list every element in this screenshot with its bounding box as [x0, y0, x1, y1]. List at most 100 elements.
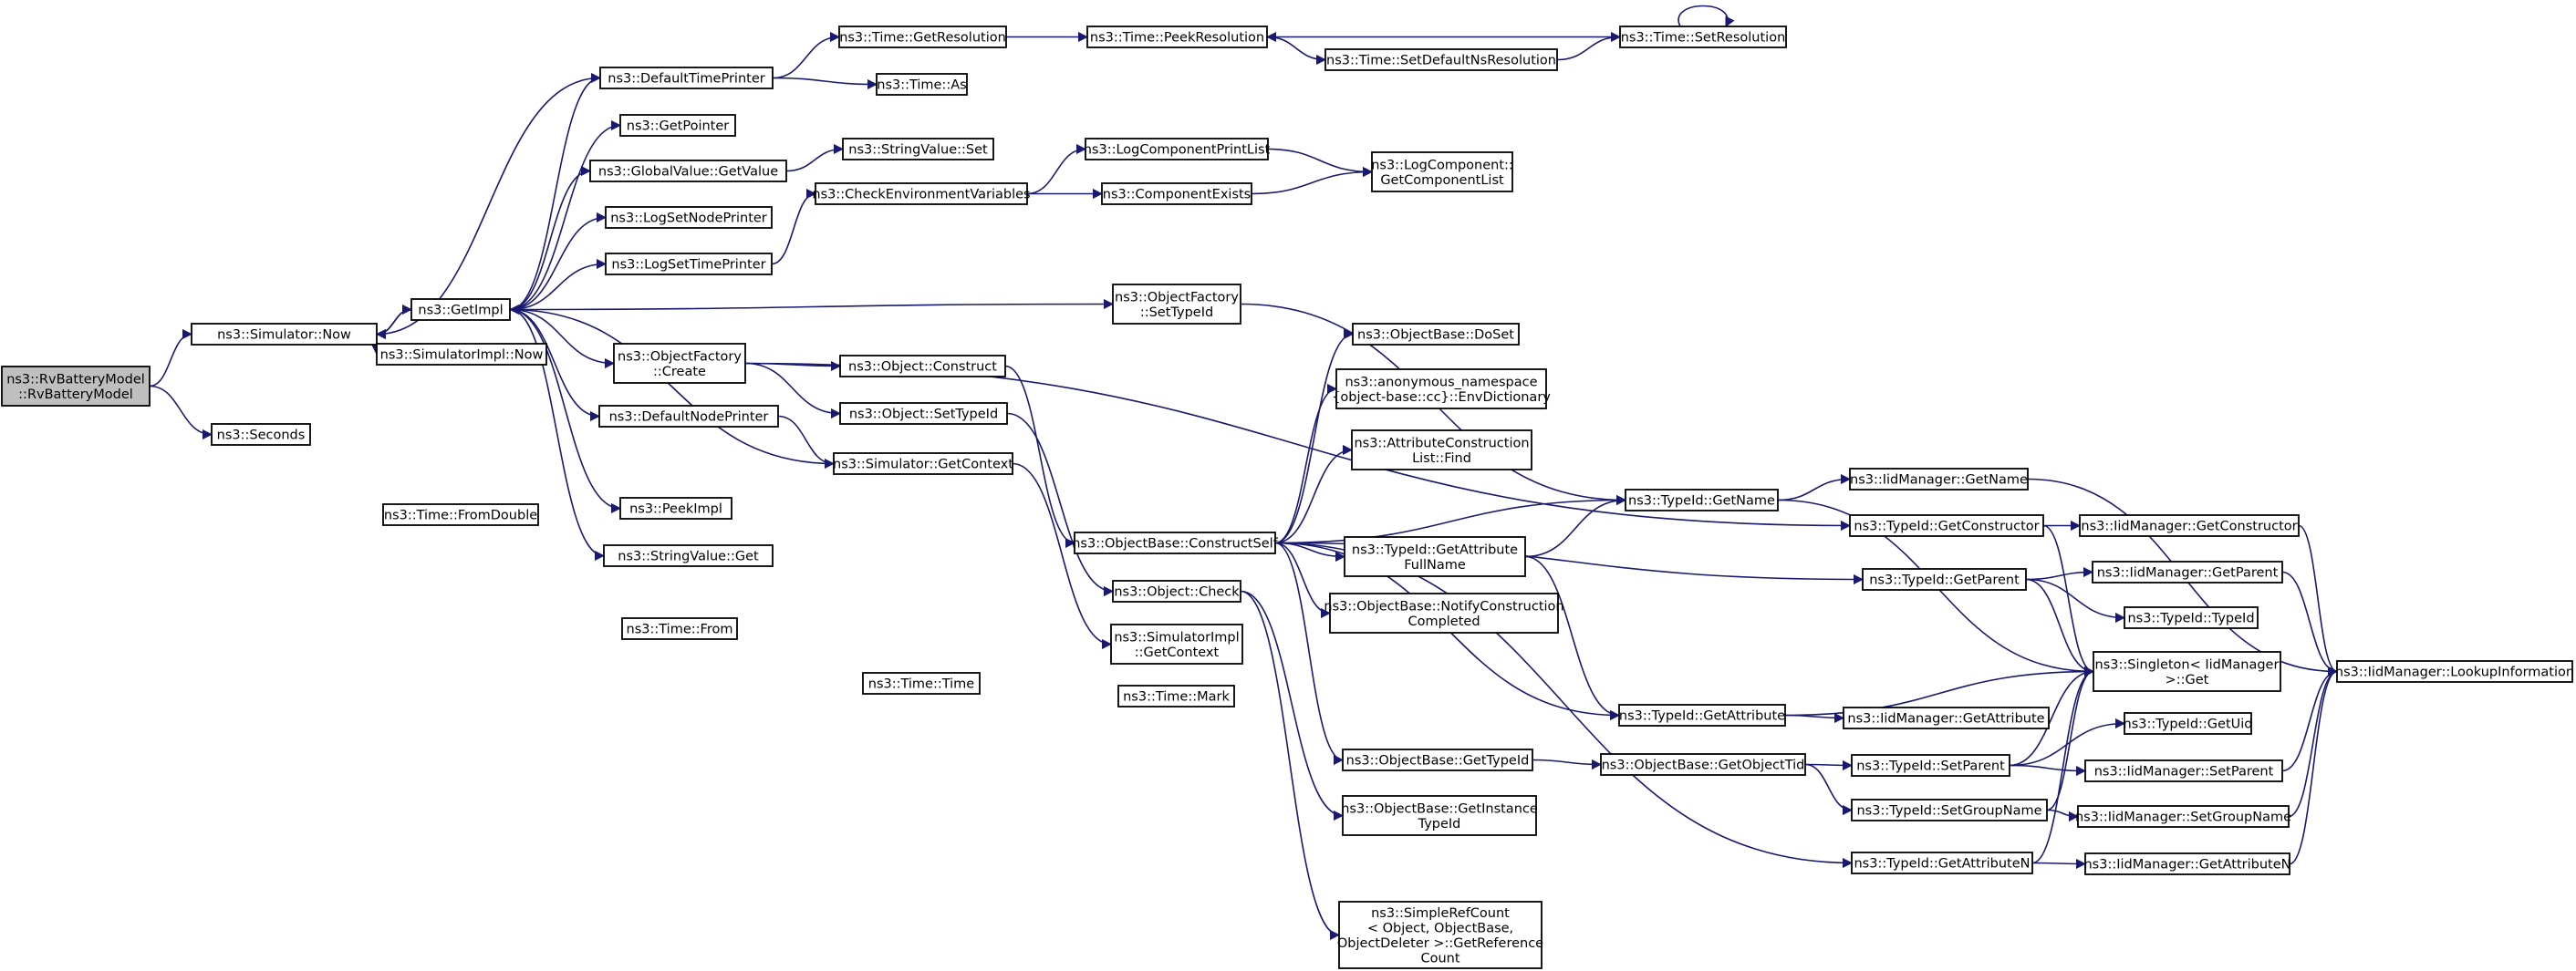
node-svset[interactable]: ns3::StringValue::Set — [842, 138, 994, 160]
node-tidsetgroup[interactable]: ns3::TypeId::SetGroupName — [1851, 799, 2048, 821]
edge-getimpl-to-ofsettypeid — [509, 298, 1115, 311]
node-setdefns[interactable]: ns3::Time::SetDefaultNsResolution — [1324, 48, 1558, 71]
edge-deftimeprinter-to-now — [375, 77, 601, 340]
node-getres[interactable]: ns3::Time::GetResolution — [838, 26, 1007, 48]
node-label: ns3::ObjectBase::NotifyConstruction — [1324, 599, 1563, 614]
node-box — [1074, 532, 1276, 554]
node-tidgetparent[interactable]: ns3::TypeId::GetParent — [1862, 568, 2027, 591]
node-tidgetattrn[interactable]: ns3::TypeId::GetAttributeN — [1851, 852, 2033, 874]
node-label: ns3::Time::SetDefaultNsResolution — [1326, 54, 1556, 68]
node-obnotify[interactable]: ns3::ObjectBase::NotifyConstructionCompl… — [1324, 593, 1564, 634]
node-label: ns3::anonymous_namespace — [1345, 375, 1537, 389]
node-box — [2077, 805, 2290, 828]
edge-setres-to-setres — [1678, 5, 1735, 28]
node-obgetobjtid[interactable]: ns3::ObjectBase::GetObjectTid — [1600, 753, 1806, 776]
node-iidgetattr[interactable]: ns3::IidManager::GetAttribute — [1843, 707, 2050, 729]
node-getimpl[interactable]: ns3::GetImpl — [410, 298, 511, 321]
node-compexists[interactable]: ns3::ComponentExists — [1101, 182, 1252, 205]
edge-getimpl-to-deftimeprinter — [509, 72, 602, 311]
node-now[interactable]: ns3::Simulator::Now — [191, 323, 378, 346]
node-box — [599, 67, 774, 89]
node-simimplnow[interactable]: ns3::SimulatorImpl::Now — [376, 343, 547, 366]
node-logsetnode[interactable]: ns3::LogSetNodePrinter — [605, 206, 773, 229]
node-logcompprint[interactable]: ns3::LogComponentPrintList — [1084, 138, 1271, 160]
node-box — [838, 26, 1007, 48]
node-iidgetattrn[interactable]: ns3::IidManager::GetAttributeN — [2083, 852, 2291, 875]
node-checkenv[interactable]: ns3::CheckEnvironmentVariables — [812, 182, 1031, 205]
node-iidgetparent[interactable]: ns3::IidManager::GetParent — [2092, 561, 2283, 584]
node-timeas[interactable]: ns3::Time::As — [876, 73, 968, 96]
node-label: ns3::GetPointer — [627, 119, 730, 134]
node-tidgetattr[interactable]: ns3::TypeId::GetAttribute — [1618, 704, 1786, 727]
node-obgettypeid[interactable]: ns3::ObjectBase::GetTypeId — [1342, 749, 1533, 771]
node-svget[interactable]: ns3::StringValue::Get — [603, 544, 774, 567]
node-seconds[interactable]: ns3::Seconds — [211, 423, 311, 446]
node-label: ns3::TypeId::GetAttribute — [1352, 542, 1518, 557]
node-box — [589, 160, 787, 182]
node-box — [1112, 284, 1241, 325]
node-iidsetgroup[interactable]: ns3::IidManager::SetGroupName — [2075, 805, 2291, 828]
node-simplerefcount[interactable]: ns3::SimpleRefCount< Object, ObjectBase,… — [1337, 901, 1543, 969]
node-setres[interactable]: ns3::Time::SetResolution — [1619, 26, 1787, 48]
node-label: ns3::Time::As — [877, 78, 966, 93]
node-logcompget[interactable]: ns3::LogComponent::GetComponentList — [1371, 151, 1513, 192]
node-box — [1, 366, 151, 407]
node-box — [1352, 323, 1520, 346]
node-box — [1849, 514, 2044, 537]
edge-simgetcontext-to-getimpl — [508, 304, 835, 465]
node-tidgetconstructor[interactable]: ns3::TypeId::GetConstructor — [1849, 514, 2044, 537]
node-ofsettypeid[interactable]: ns3::ObjectFactory::SetTypeId — [1112, 284, 1241, 325]
node-tidgetuid[interactable]: ns3::TypeId::GetUid — [2124, 712, 2253, 735]
node-tidtypeid[interactable]: ns3::TypeId::TypeId — [2124, 606, 2259, 629]
node-tidsetparent[interactable]: ns3::TypeId::SetParent — [1851, 754, 2010, 777]
node-obdoset[interactable]: ns3::ObjectBase::DoSet — [1352, 323, 1520, 346]
node-iidlookup[interactable]: ns3::IidManager::LookupInformation — [2335, 660, 2574, 683]
node-label: ns3::TypeId::GetUid — [2124, 718, 2253, 732]
node-objconstruct[interactable]: ns3::Object::Construct — [839, 355, 1006, 377]
edge-logsettime-to-checkenv — [771, 188, 817, 265]
node-tidgetname[interactable]: ns3::TypeId::GetName — [1625, 489, 1779, 511]
node-ofcreate[interactable]: ns3::ObjectFactory::Create — [613, 343, 746, 384]
node-from[interactable]: ns3::Time::From — [621, 617, 738, 640]
node-fromdouble[interactable]: ns3::Time::FromDouble — [382, 503, 539, 526]
node-objcheck[interactable]: ns3::Object::Check — [1112, 580, 1241, 603]
node-objsettypeid[interactable]: ns3::Object::SetTypeId — [839, 402, 1008, 425]
edge-tidsetparent-to-iidsetparent — [2009, 764, 2087, 777]
node-timetime[interactable]: ns3::Time::Time — [862, 672, 981, 695]
node-label: ::SetTypeId — [1140, 305, 1213, 320]
node-box — [1117, 685, 1235, 708]
edge-getimpl-to-getpointer — [509, 119, 622, 311]
node-mark[interactable]: ns3::Time::Mark — [1117, 685, 1235, 708]
node-obconstructself[interactable]: ns3::ObjectBase::ConstructSelf — [1072, 532, 1279, 554]
node-label: ns3::ObjectBase::GetObjectTid — [1602, 759, 1805, 773]
node-box — [1342, 749, 1533, 771]
node-peekres[interactable]: ns3::Time::PeekResolution — [1086, 26, 1268, 48]
node-singletonget[interactable]: ns3::Singleton< IidManager>::Get — [2093, 651, 2281, 692]
edge-obconstructself-to-obdoset — [1274, 328, 1355, 544]
node-getpointer[interactable]: ns3::GetPointer — [619, 114, 736, 137]
node-label: ns3::SimpleRefCount — [1371, 906, 1510, 921]
edge-tidgetattrfull-to-tidgetname — [1524, 494, 1627, 558]
node-simgetcontext[interactable]: ns3::Simulator::GetContext — [833, 452, 1013, 475]
node-simimplctx[interactable]: ns3::SimulatorImpl::GetContext — [1110, 624, 1243, 665]
node-iidsetparent[interactable]: ns3::IidManager::SetParent — [2084, 759, 2283, 782]
node-box — [839, 402, 1008, 425]
node-envdict[interactable]: ns3::anonymous_namespace{object-base::cc… — [1332, 368, 1551, 409]
node-label: ns3::CheckEnvironmentVariables — [812, 188, 1030, 202]
node-peekimpl[interactable]: ns3::PeekImpl — [619, 497, 732, 520]
node-defnodeprinter[interactable]: ns3::DefaultNodePrinter — [598, 405, 779, 428]
node-iidgetconstructor[interactable]: ns3::IidManager::GetConstructor — [2079, 514, 2300, 537]
edge-logcompprint-to-logcompget — [1267, 148, 1374, 178]
node-root[interactable]: ns3::RvBatteryModel::RvBatteryModel — [1, 366, 151, 407]
node-logsettime[interactable]: ns3::LogSetTimePrinter — [605, 253, 773, 275]
node-box — [1335, 368, 1547, 409]
node-label: ns3::AttributeConstruction — [1354, 436, 1529, 450]
node-label: ns3::Object::Check — [1114, 585, 1240, 600]
node-box — [1329, 593, 1559, 634]
node-iidgetname[interactable]: ns3::IidManager::GetName — [1849, 468, 2029, 491]
node-gvgetvalue[interactable]: ns3::GlobalValue::GetValue — [589, 160, 787, 182]
node-deftimeprinter[interactable]: ns3::DefaultTimePrinter — [599, 67, 774, 89]
